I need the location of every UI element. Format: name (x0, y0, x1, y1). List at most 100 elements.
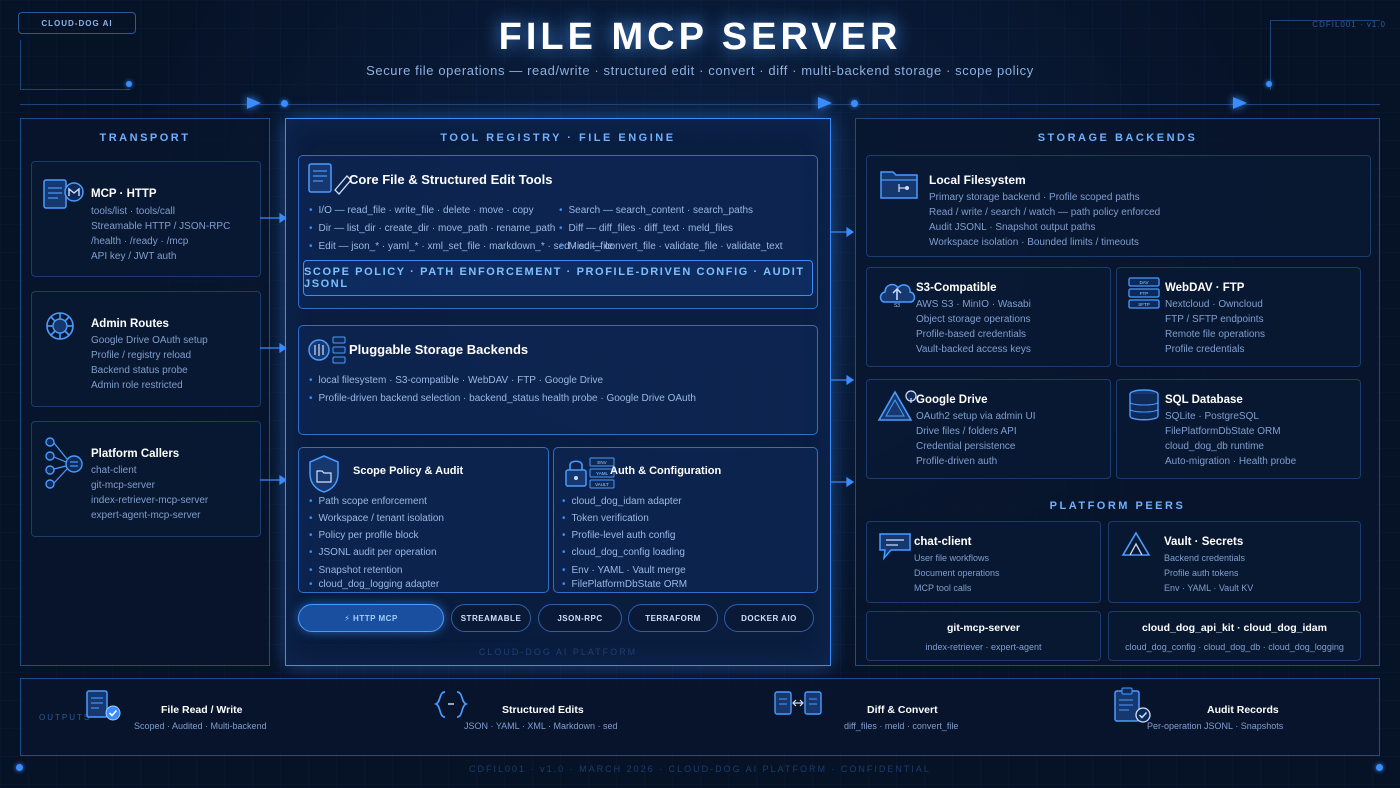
peer-card-chat-client: chat-client User file workflows Document… (866, 521, 1101, 603)
brand-badge: CLOUD-DOG AI (18, 12, 136, 34)
backends-heading: STORAGE BACKENDS (1037, 132, 1198, 144)
transport-card-platform-callers: Platform Callers chat-client git-mcp-ser… (31, 421, 261, 537)
card-title: MCP · HTTP (91, 188, 157, 200)
stack-label: SFTP (1138, 302, 1150, 307)
stack-label: ENV (597, 460, 606, 465)
circuit-trace (1270, 20, 1380, 90)
card-lines: Google Drive OAuth setup Profile / regis… (91, 335, 208, 391)
card-title: Vault · Secrets (1164, 536, 1244, 548)
file-check-icon (86, 690, 121, 721)
tool-registry-panel: TOOL REGISTRY · FILE ENGINE Core File & … (285, 118, 831, 666)
transport-connectors (260, 212, 288, 486)
peers-heading: PLATFORM PEERS (1049, 500, 1186, 512)
page-title: FILE MCP SERVER (498, 16, 902, 58)
card-title: Admin Routes (91, 318, 169, 330)
stack-label: VAULT (595, 482, 609, 487)
footer-text: CDFIL001 · v1.0 · MARCH 2026 · CLOUD-DOG… (469, 764, 931, 774)
network-icon (45, 437, 83, 489)
output-sub: JSON · YAML · XML · Markdown · sed (464, 721, 618, 731)
card-title: WebDAV · FTP (1165, 282, 1245, 294)
output-sub: Per-operation JSONL · Snapshots (1147, 721, 1284, 731)
card-lines: User file workflows Document operations … (914, 553, 1000, 593)
gear-icon (46, 312, 74, 340)
flow-arrow-icon (247, 97, 261, 109)
card-lines: Primary storage backend · Profile scoped… (929, 192, 1161, 248)
storage-backends-box: Pluggable Storage Backends local filesys… (298, 325, 818, 435)
card-title: Local Filesystem (929, 173, 1026, 187)
node-dot (126, 81, 132, 87)
auth-config-box: ENV YAML VAULT Auth & Configuration clou… (553, 447, 818, 593)
platform-watermark: CLOUD-DOG AI PLATFORM (478, 647, 638, 657)
card-lines: AWS S3 · MinIO · Wasabi Object storage o… (916, 299, 1031, 355)
node-dot (1376, 764, 1383, 771)
core-tools-left-list: I/O — read_file · write_file · delete · … (309, 202, 614, 256)
auth-config-title: Auth & Configuration (610, 465, 722, 477)
stack-label: FTP (1140, 291, 1149, 296)
transport-panel: TRANSPORT MCP · HTTP tools/list · tools/… (20, 118, 270, 666)
core-tools-box: Core File & Structured Edit Tools I/O — … (298, 155, 818, 309)
card-lines: chat-client git-mcp-server index-retriev… (91, 465, 209, 521)
clipboard-check-icon (1114, 687, 1151, 723)
stack-label: YAML (596, 471, 608, 476)
output-sub: Scoped · Audited · Multi-backend (134, 721, 267, 731)
card-title: cloud_dog_api_kit · cloud_dog_idam (1142, 622, 1327, 634)
flow-arrow-icon (1233, 97, 1247, 109)
outputs-label: OUTPUTS (39, 713, 92, 722)
card-title: Platform Callers (91, 448, 180, 460)
database-icon (1129, 389, 1159, 421)
transport-card-admin-routes: Admin Routes Google Drive OAuth setup Pr… (31, 291, 261, 407)
node-dot (851, 100, 858, 107)
output-audit-records: Audit Records Per-operation JSONL · Snap… (1111, 679, 1371, 757)
backend-card-google-drive: Google Drive OAuth2 setup via admin UI D… (866, 379, 1111, 479)
output-diff-convert: Diff & Convert diff_files · meld · conve… (773, 679, 1053, 757)
card-lines: SQLite · PostgreSQL FilePlatformDbState … (1165, 411, 1297, 467)
pill-terraform: TERRAFORM (628, 604, 718, 632)
shield-icon (309, 455, 339, 493)
output-sub: diff_files · meld · convert_file (844, 721, 959, 731)
backend-card-sql: SQL Database SQLite · PostgreSQL FilePla… (1116, 379, 1361, 479)
peer-card-api-kit: cloud_dog_api_kit · cloud_dog_idam cloud… (1108, 611, 1361, 661)
output-file-read-write: File Read / Write Scoped · Audited · Mul… (81, 679, 361, 757)
doc-code: CDFIL001 · v1.0 (1312, 20, 1386, 29)
card-lines: OAuth2 setup via admin UI Drive files / … (916, 411, 1036, 467)
card-sub: index-retriever · expert-agent (925, 642, 1042, 652)
node-dot (1266, 81, 1272, 87)
scope-audit-list: Path scope enforcement Workspace / tenan… (309, 493, 444, 592)
file-edit-icon (308, 163, 352, 195)
storage-backends-panel: STORAGE BACKENDS Local Filesystem Primar… (855, 118, 1380, 666)
stack-label: DAV (1140, 280, 1149, 285)
card-lines: Nextcloud · Owncloud FTP / SFTP endpoint… (1165, 299, 1266, 355)
peer-card-vault: Vault · Secrets Backend credentials Prof… (1108, 521, 1361, 603)
storage-backends-list: local filesystem · S3-compatible · WebDA… (309, 372, 696, 408)
diff-files-icon (774, 691, 822, 715)
scope-audit-title: Scope Policy & Audit (353, 465, 464, 477)
scope-policy-bar: SCOPE POLICY · PATH ENFORCEMENT · PROFIL… (303, 260, 813, 296)
output-title: File Read / Write (161, 704, 243, 716)
pill-json-rpc: JSON-RPC (538, 604, 622, 632)
storage-backends-title: Pluggable Storage Backends (349, 342, 529, 357)
backend-connectors (831, 226, 855, 488)
node-dot (16, 764, 23, 771)
output-structured-edits: Structured Edits JSON · YAML · XML · Mar… (431, 679, 711, 757)
cloud-upload-icon: S3 (879, 283, 916, 308)
storage-stack-icon (308, 336, 346, 364)
card-lines: Backend credentials Profile auth tokens … (1164, 553, 1254, 593)
backend-card-s3: S3 S3-Compatible AWS S3 · MinIO · Wasabi… (866, 267, 1111, 367)
output-title: Structured Edits (502, 704, 584, 716)
card-sub: cloud_dog_config · cloud_dog_db · cloud_… (1125, 642, 1344, 652)
card-title: Google Drive (916, 394, 988, 406)
card-lines: tools/list · tools/call Streamable HTTP … (91, 206, 231, 262)
braces-icon (433, 691, 469, 718)
transport-heading: TRANSPORT (99, 132, 191, 144)
peer-card-git-mcp: git-mcp-server index-retriever · expert-… (866, 611, 1101, 661)
flow-arrow-icon (818, 97, 832, 109)
outputs-strip: OUTPUTS File Read / Write Scoped · Audit… (20, 678, 1380, 756)
pill-streamable: STREAMABLE (451, 604, 531, 632)
s3-badge: S3 (894, 303, 900, 308)
circuit-trace (20, 104, 1380, 105)
folder-icon (880, 171, 918, 199)
pill-http-mcp: ⚡ HTTP MCP (298, 604, 444, 632)
server-stack-icon: DAV FTP SFTP (1128, 277, 1160, 309)
circuit-trace (20, 40, 130, 90)
pill-docker-aio: DOCKER AIO (724, 604, 814, 632)
